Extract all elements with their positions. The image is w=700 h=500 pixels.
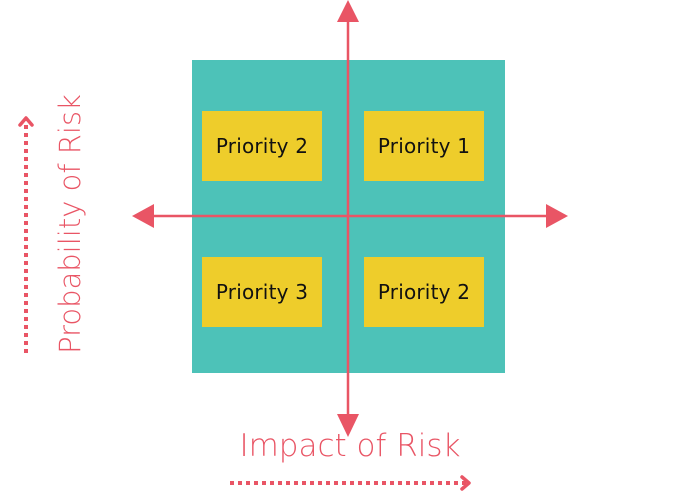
quadrant-top-right-priority-box: Priority 1: [364, 111, 484, 181]
x-axis-label: Impact of Risk: [239, 428, 461, 464]
matrix-background: Priority 2 Priority 1 Priority 3 Priorit…: [192, 60, 505, 373]
arrow-left-icon: [132, 204, 154, 228]
y-direction-dotted-arrow-icon: [18, 116, 34, 353]
quadrant-bottom-right-priority-box: Priority 2: [364, 257, 484, 327]
quadrant-bottom-left-priority-box: Priority 3: [202, 257, 322, 327]
x-direction-dotted-arrow-icon: [230, 475, 471, 491]
y-axis-label: Probability of Risk: [53, 94, 87, 354]
quadrant-label: Priority 1: [377, 134, 471, 158]
arrow-up-icon: [337, 0, 359, 22]
arrow-right-icon: [546, 204, 568, 228]
quadrant-label: Priority 3: [215, 280, 309, 304]
quadrant-label: Priority 2: [215, 134, 309, 158]
quadrant-top-left-priority-box: Priority 2: [202, 111, 322, 181]
quadrant-label: Priority 2: [377, 280, 471, 304]
